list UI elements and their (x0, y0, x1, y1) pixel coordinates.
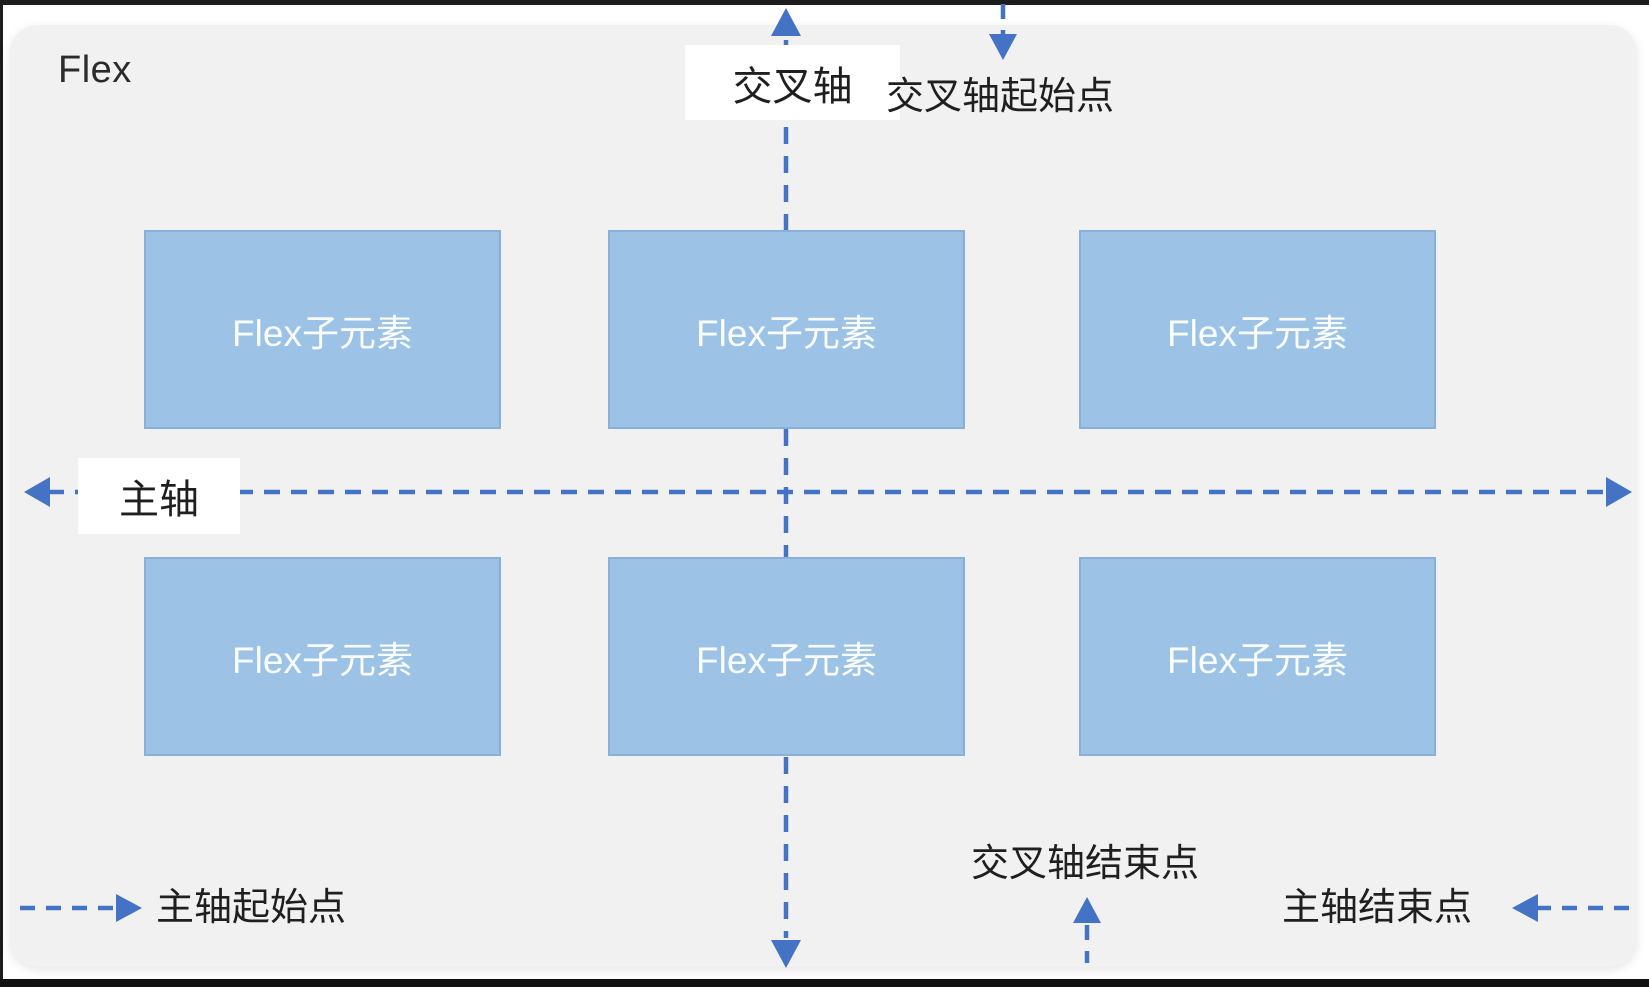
cross-axis-start-label: 交叉轴起始点 (885, 76, 1114, 118)
flex-item-2: Flex子元素 (608, 230, 965, 429)
flex-item-4: Flex子元素 (144, 557, 501, 756)
main-axis-label: 主轴 (78, 458, 240, 534)
flex-container-label: Flex (58, 49, 132, 91)
cross-axis-label: 交叉轴 (685, 45, 900, 120)
flex-item-6: Flex子元素 (1079, 557, 1436, 756)
flex-item-5: Flex子元素 (608, 557, 965, 756)
cross-axis-end-label: 交叉轴结束点 (970, 843, 1199, 885)
flex-container: Flex (10, 25, 1637, 967)
main-axis-end-label: 主轴结束点 (1282, 887, 1473, 929)
frame-bottom-bar (0, 979, 1649, 987)
flex-item-3: Flex子元素 (1079, 230, 1436, 429)
frame-left-bar (0, 0, 3, 987)
main-axis-start-label: 主轴起始点 (156, 887, 347, 929)
flex-item-1: Flex子元素 (144, 230, 501, 429)
frame-top-bar (0, 0, 1649, 5)
